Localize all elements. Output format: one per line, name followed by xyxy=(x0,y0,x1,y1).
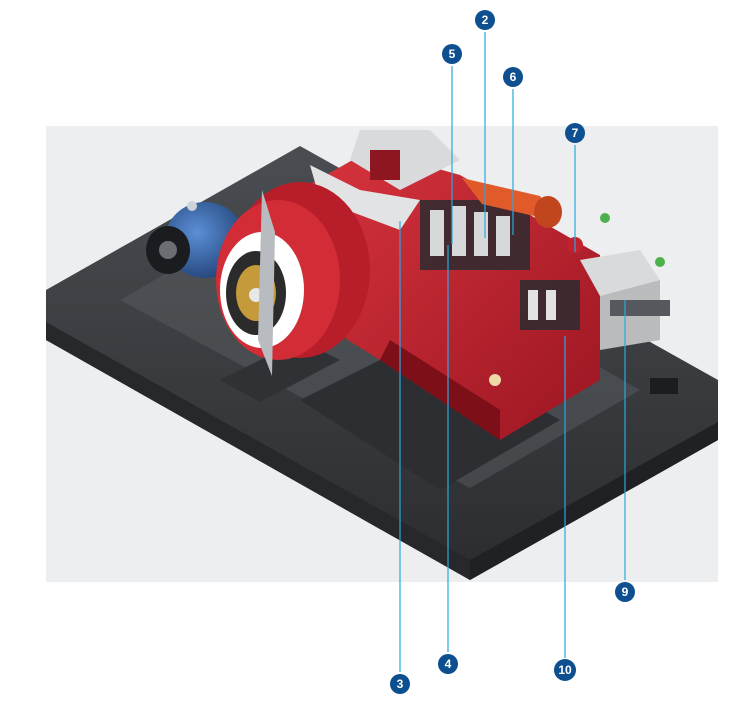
callout-6: 6 xyxy=(503,67,523,87)
svg-text:9: 9 xyxy=(622,585,629,599)
callout-5: 5 xyxy=(442,44,462,64)
svg-text:2: 2 xyxy=(482,13,489,27)
svg-text:3: 3 xyxy=(397,677,404,691)
svg-text:10: 10 xyxy=(558,663,572,677)
svg-text:4: 4 xyxy=(445,657,452,671)
callout-3: 3 xyxy=(390,674,410,694)
callout-9: 9 xyxy=(615,582,635,602)
callout-2: 2 xyxy=(475,10,495,30)
callout-leaders xyxy=(399,32,626,672)
callout-7: 7 xyxy=(565,123,585,143)
orange-cylinder xyxy=(462,178,562,228)
svg-text:6: 6 xyxy=(510,70,517,84)
feed-assembly xyxy=(567,213,670,350)
svg-text:7: 7 xyxy=(572,126,579,140)
flywheel xyxy=(216,182,370,376)
callout-4: 4 xyxy=(438,654,458,674)
callout-10: 10 xyxy=(554,659,576,681)
gear-mechanism xyxy=(420,200,580,330)
svg-text:5: 5 xyxy=(449,47,456,61)
